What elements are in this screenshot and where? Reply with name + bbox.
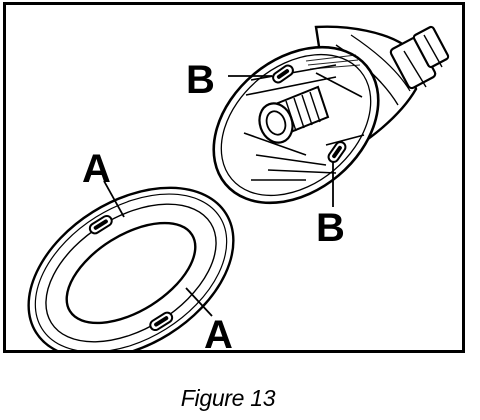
ring-slot-a-top bbox=[88, 214, 113, 235]
gasket-ring bbox=[27, 186, 235, 350]
callout-label-b-top: B bbox=[186, 58, 215, 102]
housing-slot-b-bottom bbox=[327, 141, 347, 163]
housing-slot-b-top bbox=[272, 64, 294, 84]
figure-frame: B A B A bbox=[3, 2, 465, 357]
figure-caption: Figure 13 bbox=[180, 385, 276, 411]
callout-label-a-top: A bbox=[82, 147, 111, 191]
assembly-illustration bbox=[27, 25, 450, 350]
leader-lines bbox=[103, 75, 334, 317]
ring-slot-a-bottom bbox=[149, 311, 174, 332]
callout-label-a-bottom: A bbox=[204, 313, 233, 357]
connector-fitting bbox=[389, 25, 450, 90]
callout-label-b-bottom: B bbox=[316, 206, 345, 250]
nozzle-housing bbox=[212, 25, 450, 205]
threaded-spindle bbox=[258, 85, 330, 144]
